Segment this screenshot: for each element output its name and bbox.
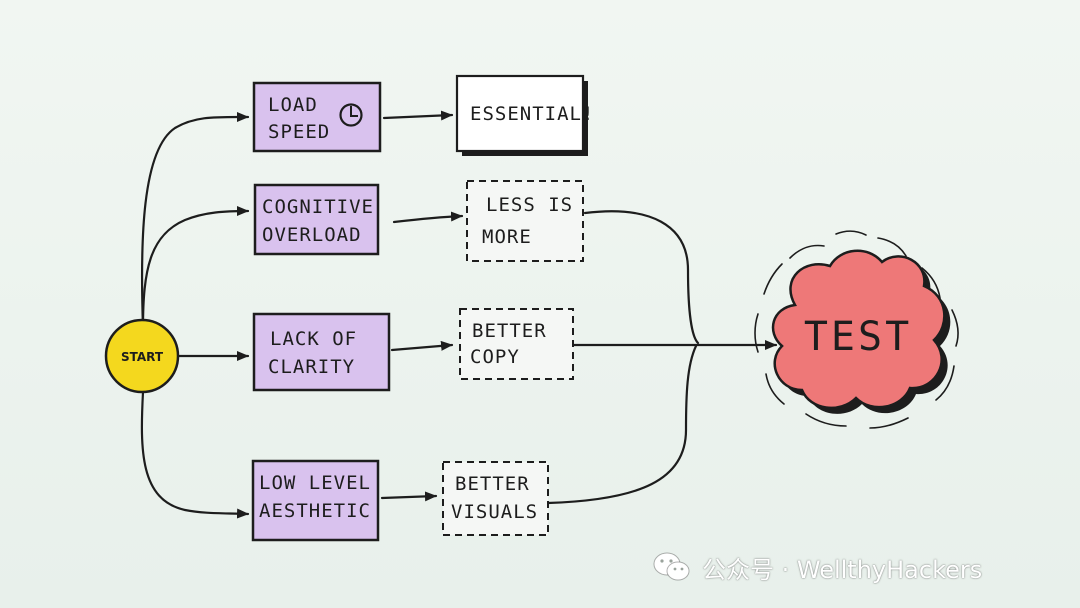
problem-box-load-speed: LOAD SPEED [252, 81, 382, 153]
connector-less-is-more-to-test [583, 210, 700, 345]
start-node: START [104, 318, 180, 394]
problem-cognitive-overload-line2: OVERLOAD [262, 224, 362, 246]
clock-icon [339, 103, 363, 127]
problem-cognitive-overload-line1: COGNITIVE [262, 196, 374, 218]
connector-start-to-load-speed [140, 111, 250, 330]
problem-load-speed-line2: SPEED [268, 121, 330, 143]
solution-better-copy-line1: BETTER [472, 320, 547, 342]
start-label: START [121, 350, 164, 364]
problem-box-low-level-aesthetic: LOW LEVEL AESTHETIC [251, 459, 380, 542]
solution-box-better-copy: BETTER COPY [459, 308, 574, 380]
solution-better-visuals-line1: BETTER [455, 473, 530, 495]
solution-better-visuals-line2: VISUALS [451, 501, 538, 523]
connector-lack-of-clarity-to-better-copy [390, 340, 454, 352]
problem-lack-of-clarity-line2: CLARITY [268, 356, 355, 378]
problem-low-level-aesthetic-line1: LOW LEVEL [259, 472, 371, 494]
problem-load-speed-line1: LOAD [268, 94, 318, 116]
connector-start-to-cognitive-overload [141, 206, 250, 330]
watermark: 公众号 · WellthyHackers [652, 547, 982, 587]
solution-less-is-more-line2: MORE [482, 226, 532, 248]
solution-box-less-is-more: LESS IS MORE [466, 180, 584, 262]
solution-box-better-visuals: BETTER VISUALS [442, 461, 549, 536]
solution-essential-line1: ESSENTIAL! [470, 103, 594, 125]
watermark-text: 公众号 · WellthyHackers [702, 555, 983, 584]
solution-better-copy-line2: COPY [470, 346, 520, 368]
test-motion-marks [754, 230, 959, 429]
connector-cognitive-overload-to-less-is-more [392, 211, 464, 224]
solution-box-essential: ESSENTIAL! [455, 74, 594, 156]
connector-start-to-low-level-aesthetic [140, 390, 250, 519]
test-cloud [771, 249, 946, 410]
connector-load-speed-to-essential [382, 110, 454, 121]
problem-box-lack-of-clarity: LACK OF CLARITY [252, 312, 391, 392]
problem-low-level-aesthetic-line2: AESTHETIC [259, 500, 371, 522]
wechat-icon [653, 552, 690, 581]
problem-box-cognitive-overload: COGNITIVE OVERLOAD [253, 183, 380, 256]
test-node: TEST [754, 230, 959, 429]
problem-lack-of-clarity-line1: LACK OF [270, 328, 357, 350]
connector-better-visuals-to-test [546, 344, 698, 505]
test-label: TEST [804, 314, 912, 360]
connector-low-level-aesthetic-to-better-visuals [380, 491, 438, 502]
solution-less-is-more-line1: LESS IS [486, 194, 573, 216]
